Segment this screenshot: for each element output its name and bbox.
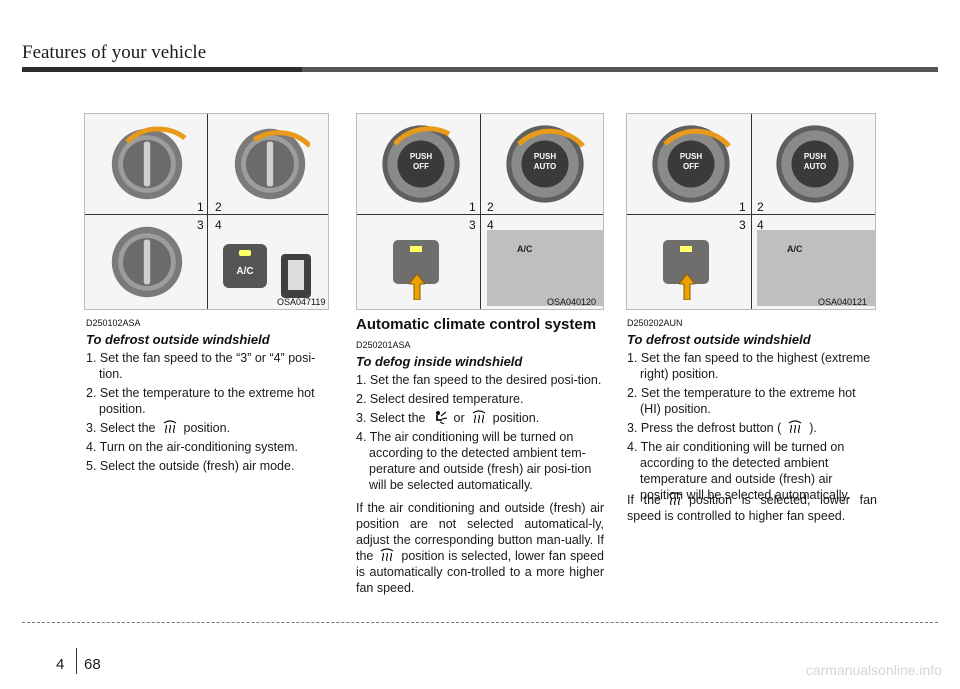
- section-code: D250102ASA: [86, 318, 141, 328]
- off-knob-image: [649, 122, 731, 206]
- list-item: 2. Set the temperature to the extreme ho…: [86, 386, 315, 416]
- mode-knob-image: [107, 222, 187, 302]
- arrow-up-icon: [409, 274, 425, 300]
- section-title: Automatic climate control system: [356, 316, 597, 333]
- list-item: 3. Press the defrost button ().: [627, 420, 817, 435]
- header-title: Features of your vehicle: [22, 42, 207, 63]
- off-knob-image: [379, 122, 463, 206]
- display-screen-image: A/C: [487, 230, 603, 306]
- list-item: 4. Turn on the air-conditioning system.: [86, 440, 298, 454]
- defrost-icon: [471, 410, 487, 424]
- section-number: 4: [56, 656, 65, 673]
- fan-speed-knob-image: [107, 126, 187, 204]
- page-separator: [76, 648, 77, 674]
- subhead: To defrost outside windshield: [627, 332, 811, 347]
- list-item: 1. Set the fan speed to the “3” or “4” p…: [86, 351, 316, 381]
- footer-rule: [22, 622, 938, 623]
- defrost-icon: [162, 420, 178, 434]
- defrost-icon: [787, 420, 803, 434]
- foot-defrost-icon: [432, 410, 448, 424]
- defrost-icon: [667, 492, 683, 506]
- step-list: 1. Set the fan speed to the desired posi…: [356, 372, 604, 496]
- section-code: D250201ASA: [356, 340, 411, 350]
- ac-button-image: A/C: [223, 244, 267, 288]
- list-item: 2. Select desired temperature.: [356, 392, 524, 406]
- figure-code: OSA047119: [277, 297, 326, 307]
- figure-code: OSA040121: [818, 297, 868, 307]
- subhead: To defog inside windshield: [356, 354, 523, 369]
- list-item: 1. Set the fan speed to the desired posi…: [356, 373, 602, 387]
- defrost-icon: [379, 548, 395, 562]
- display-screen-image: A/C: [757, 230, 875, 306]
- page-number: 68: [84, 656, 101, 673]
- list-item: 4. The air conditioning will be turned o…: [356, 430, 592, 492]
- figure-code: OSA040120: [547, 297, 597, 307]
- list-item: 1. Set the fan speed to the highest (ext…: [627, 351, 871, 381]
- list-item: 4. The air conditioning will be turned o…: [627, 440, 851, 502]
- watermark: carmanualsonline.info: [805, 662, 942, 678]
- list-item: 5. Select the outside (fresh) air mode.: [86, 459, 295, 473]
- section-code: D250202AUN: [627, 318, 683, 328]
- figure-manual-controls: A/C 1 2 3 4: [84, 113, 329, 310]
- step-list: 1. Set the fan speed to the highest (ext…: [627, 350, 877, 506]
- arrow-up-icon: [679, 274, 695, 300]
- step-list: 1. Set the fan speed to the “3” or “4” p…: [86, 350, 334, 477]
- temperature-knob-image: [230, 124, 310, 204]
- paragraph: If the air conditioning and outside (fre…: [356, 501, 604, 595]
- auto-knob-image: [503, 122, 585, 206]
- air-intake-switch-image: [281, 254, 311, 298]
- subhead: To defrost outside windshield: [86, 332, 270, 347]
- header-rule: [22, 67, 938, 72]
- list-item: 2. Set the temperature to the extreme ho…: [627, 386, 856, 416]
